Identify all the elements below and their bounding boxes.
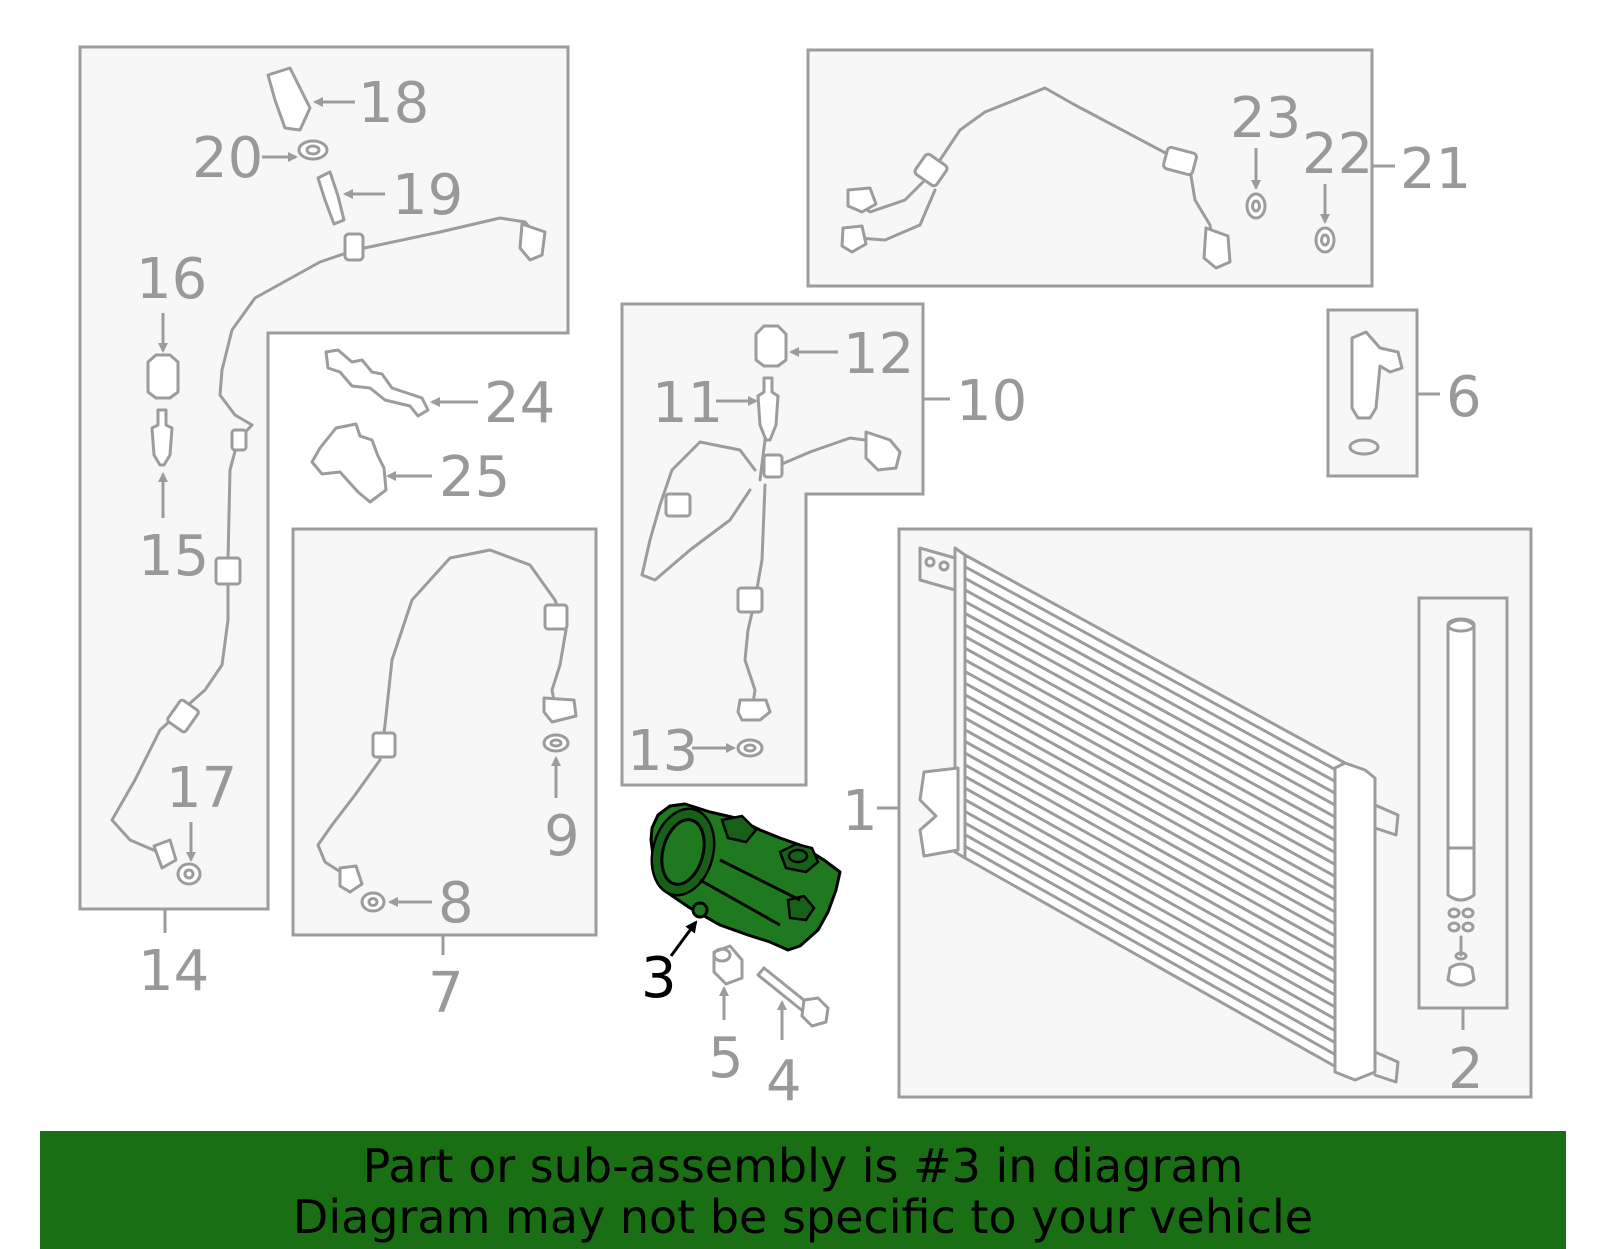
callout-5: 5 <box>708 1026 744 1091</box>
callout-16: 16 <box>136 247 207 312</box>
part-13-o-ring <box>736 738 764 758</box>
callout-13: 13 <box>627 719 698 784</box>
callout-17: 17 <box>166 756 237 821</box>
condenser-fin <box>963 611 1347 824</box>
callout-12: 12 <box>843 322 914 387</box>
callout-18: 18 <box>358 71 429 136</box>
condenser-fin <box>963 798 1347 1015</box>
condenser-fin <box>963 786 1347 1003</box>
part-18-sensor <box>266 66 312 132</box>
callout-3: 3 <box>641 946 677 1011</box>
callout-20: 20 <box>192 126 263 191</box>
part-16-cap <box>146 353 180 400</box>
callout-25: 25 <box>439 445 510 510</box>
part-20-o-ring <box>297 139 329 161</box>
part-23-o-ring <box>1245 192 1267 220</box>
condenser-fin <box>963 635 1347 848</box>
part-19-valve-core <box>316 170 346 226</box>
condenser-fin <box>963 705 1347 919</box>
condenser-fin <box>963 833 1347 1050</box>
part-3-ac-compressor <box>649 802 842 952</box>
part-11-valve-core <box>756 376 780 442</box>
callout-15: 15 <box>138 524 209 589</box>
part-14-liquid-line <box>110 216 547 870</box>
part-12-cap <box>754 324 788 368</box>
condenser-fin <box>963 739 1347 955</box>
part-8-o-ring <box>360 891 386 913</box>
condenser-fin <box>963 646 1347 860</box>
part-6-pressure-sensor <box>1348 330 1404 456</box>
callout-24: 24 <box>484 371 555 436</box>
callout-23: 23 <box>1230 86 1301 151</box>
callout-9: 9 <box>544 804 580 869</box>
callout-21: 21 <box>1400 137 1471 202</box>
part-9-o-ring <box>542 733 570 753</box>
part-10-discharge-line <box>640 408 902 722</box>
callout-8: 8 <box>438 871 474 936</box>
banner-line-2: Diagram may not be specific to your vehi… <box>292 1190 1314 1244</box>
callout-19: 19 <box>392 163 463 228</box>
group-10-box <box>620 302 925 787</box>
part-1-condenser <box>918 546 1400 1084</box>
condenser-fin <box>963 576 1347 789</box>
group-21-box <box>806 48 1374 288</box>
part-25-bracket <box>310 422 388 504</box>
part-2-drier-cartridge <box>1446 617 1476 987</box>
callout-2: 2 <box>1448 1037 1484 1102</box>
part-5-bushing <box>712 944 744 986</box>
callout-10: 10 <box>956 369 1027 434</box>
condenser-fin <box>963 681 1347 896</box>
condenser-fin <box>963 658 1347 872</box>
part-7-suction-hose <box>316 548 578 894</box>
condenser-fin <box>963 809 1347 1026</box>
condenser-fin <box>963 844 1347 1062</box>
info-banner: Part or sub-assembly is #3 in diagram Di… <box>40 1131 1566 1249</box>
part-4-bolt <box>756 966 830 1028</box>
part-21-pressure-line <box>840 86 1232 270</box>
condenser-fin <box>963 588 1347 801</box>
callout-1: 1 <box>842 779 878 844</box>
condenser-fin <box>963 623 1347 836</box>
condenser-fin <box>963 565 1347 777</box>
banner-line-1: Part or sub-assembly is #3 in diagram <box>362 1139 1244 1193</box>
part-24-bracket-strap <box>324 348 430 418</box>
condenser-fin <box>963 600 1347 813</box>
condenser-fin <box>963 751 1347 967</box>
callout-22: 22 <box>1302 122 1373 187</box>
condenser-fin <box>963 728 1347 943</box>
callout-6: 6 <box>1446 365 1482 430</box>
condenser-fin <box>963 670 1347 884</box>
condenser-fin <box>963 763 1347 979</box>
condenser-fin <box>963 774 1347 991</box>
callout-14: 14 <box>138 939 209 1004</box>
condenser-fin <box>963 716 1347 931</box>
part-22-o-ring <box>1314 226 1336 254</box>
part-17-o-ring <box>176 862 202 886</box>
condenser-fin <box>963 821 1347 1038</box>
part-15-valve-core <box>150 408 174 467</box>
callout-7: 7 <box>428 961 464 1026</box>
condenser-fin <box>963 693 1347 908</box>
callout-4: 4 <box>766 1049 802 1114</box>
callout-11: 11 <box>652 371 723 436</box>
